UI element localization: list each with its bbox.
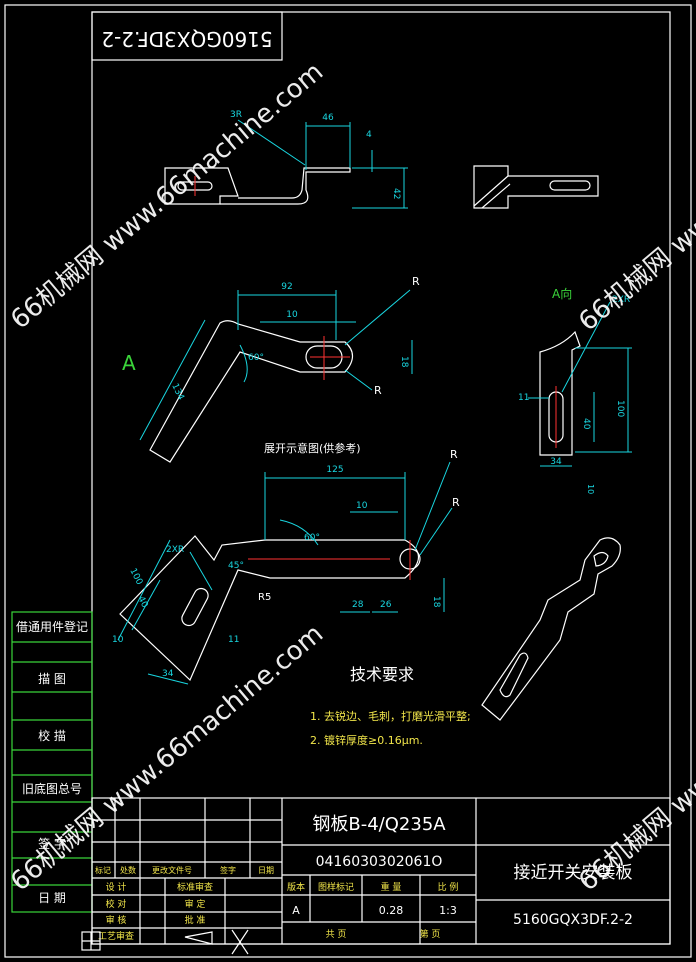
left-registry: 借通用件登记 描 图 校 描 旧底图总号 签 字 日 期: [11, 611, 93, 913]
ad-dim-11: 11: [518, 393, 529, 403]
flat-11: 11: [228, 635, 239, 645]
mid-dim-134: 134: [169, 382, 185, 402]
mid-dim-60: 60°: [248, 353, 264, 363]
part-name: 接近开关安装板: [514, 863, 633, 883]
flat-34: 34: [162, 669, 174, 679]
role-1: 校 对: [106, 898, 127, 910]
flat-40: 40: [135, 595, 149, 610]
head-3: 签字: [220, 865, 236, 875]
flat-2xr: 2XR: [166, 545, 184, 555]
mid-dim-92: 92: [281, 282, 292, 292]
title-block: 钢板B-4/Q235A 0416030302061O 接近开关安装板 5160G…: [81, 797, 671, 955]
material-text: 钢板B-4/Q235A: [312, 814, 446, 835]
isometric-view: [481, 537, 621, 721]
ad-dim-10: 10: [586, 484, 595, 494]
side-view-right: [473, 165, 599, 209]
stage-val-2: 0.28: [379, 904, 404, 917]
left-label-1: 描 图: [38, 672, 66, 686]
tech-item2: 2. 镀锌厚度≥0.16μm.: [310, 733, 423, 747]
flat-45: 45°: [228, 561, 244, 571]
sheets-0: 共 页: [326, 929, 347, 940]
stage-val-3: 1:3: [439, 904, 457, 917]
role-0: 设 计: [106, 881, 127, 893]
flat-r1: R: [450, 448, 458, 461]
flat-10s: 10: [112, 635, 124, 645]
left-label-4: 签 字: [38, 836, 66, 851]
flat-100: 100: [127, 567, 144, 587]
left-label-0: 借通用件登记: [16, 619, 88, 634]
head-1: 处数: [120, 865, 136, 875]
flat-10: 10: [356, 501, 368, 511]
left-label-2: 校 描: [38, 728, 66, 743]
watermark-3: 66机械网 www.66machine.com: [573, 619, 696, 898]
mirrored-number-box: [91, 11, 283, 61]
ad-dim-2r: 2XR: [612, 295, 630, 305]
stage-hdr-0: 版本: [287, 881, 305, 893]
role-2: 审 核: [106, 914, 127, 926]
flat-26: 26: [380, 600, 392, 610]
sheets-1: 第 页: [420, 928, 441, 940]
side-view-top: 46 4 42 3R: [164, 110, 408, 209]
watermark-0: 66机械网 www.66machine.com: [5, 57, 329, 336]
left-label-5: 日 期: [38, 891, 66, 905]
stage-val-0: A: [292, 904, 300, 917]
view-a-direction: A向 100 40 11 34 10 2XR: [518, 286, 632, 494]
flat-pattern: 展开示意图(供参考) 125 10 60° 45° R5 28 26 18 10…: [112, 441, 460, 685]
head-2: 更改文件号: [152, 865, 192, 875]
mid-r1: R: [412, 275, 420, 288]
mirrored-drawing-number: 5160GQX3DF.2-2: [101, 27, 272, 51]
label-a-dir: A向: [552, 286, 572, 301]
flat-18: 18: [431, 596, 441, 608]
view-a-main: A 92 10 18 134 60° R R: [122, 275, 420, 463]
role2-1: 审 定: [185, 898, 206, 910]
flat-125: 125: [326, 465, 343, 475]
head-4: 日期: [258, 866, 274, 875]
head-0: 标记: [95, 865, 111, 875]
ad-dim-40: 40: [581, 418, 591, 430]
ad-dim-34: 34: [550, 457, 562, 467]
tech-item1: 1. 去锐边、毛刺，打磨光滑平整;: [310, 709, 471, 723]
flat-28: 28: [352, 600, 364, 610]
role2-0: 标准审查: [177, 881, 213, 893]
role-3: 工艺审查: [98, 930, 134, 942]
mid-dim-18: 18: [399, 356, 409, 368]
tech-requirements: 技术要求 1. 去锐边、毛刺，打磨光滑平整; 2. 镀锌厚度≥0.16μm.: [310, 665, 471, 747]
flat-r2: R: [452, 496, 460, 509]
ad-dim-100: 100: [615, 400, 625, 417]
drawing-number: 5160GQX3DF.2-2: [513, 912, 633, 928]
outer-border: [4, 4, 692, 958]
dim-3r: 3R: [230, 110, 242, 120]
role2-2: 批 准: [185, 914, 206, 926]
code-text: 0416030302061O: [316, 854, 443, 870]
stage-hdr-3: 比 例: [438, 881, 459, 893]
left-label-3: 旧底图总号: [22, 781, 82, 796]
stage-hdr-2: 重 量: [381, 881, 402, 893]
dim-46: 46: [322, 113, 334, 123]
dim-4: 4: [366, 130, 372, 140]
mid-dim-10: 10: [286, 310, 298, 320]
dim-42: 42: [391, 188, 401, 199]
tech-title: 技术要求: [350, 665, 414, 684]
flat-title: 展开示意图(供参考): [264, 441, 361, 455]
label-a: A: [122, 351, 136, 375]
flat-r5: R5: [258, 592, 271, 603]
mid-r2: R: [374, 384, 382, 397]
watermark-2: 66机械网 www.66machine.com: [573, 59, 696, 338]
stage-hdr-1: 图样标记: [318, 881, 354, 893]
watermark-layer: 66机械网 www.66machine.com 66机械网 www.66mach…: [5, 57, 696, 898]
watermark-1: 66机械网 www.66machine.com: [5, 619, 329, 898]
flat-60: 60°: [304, 533, 320, 543]
